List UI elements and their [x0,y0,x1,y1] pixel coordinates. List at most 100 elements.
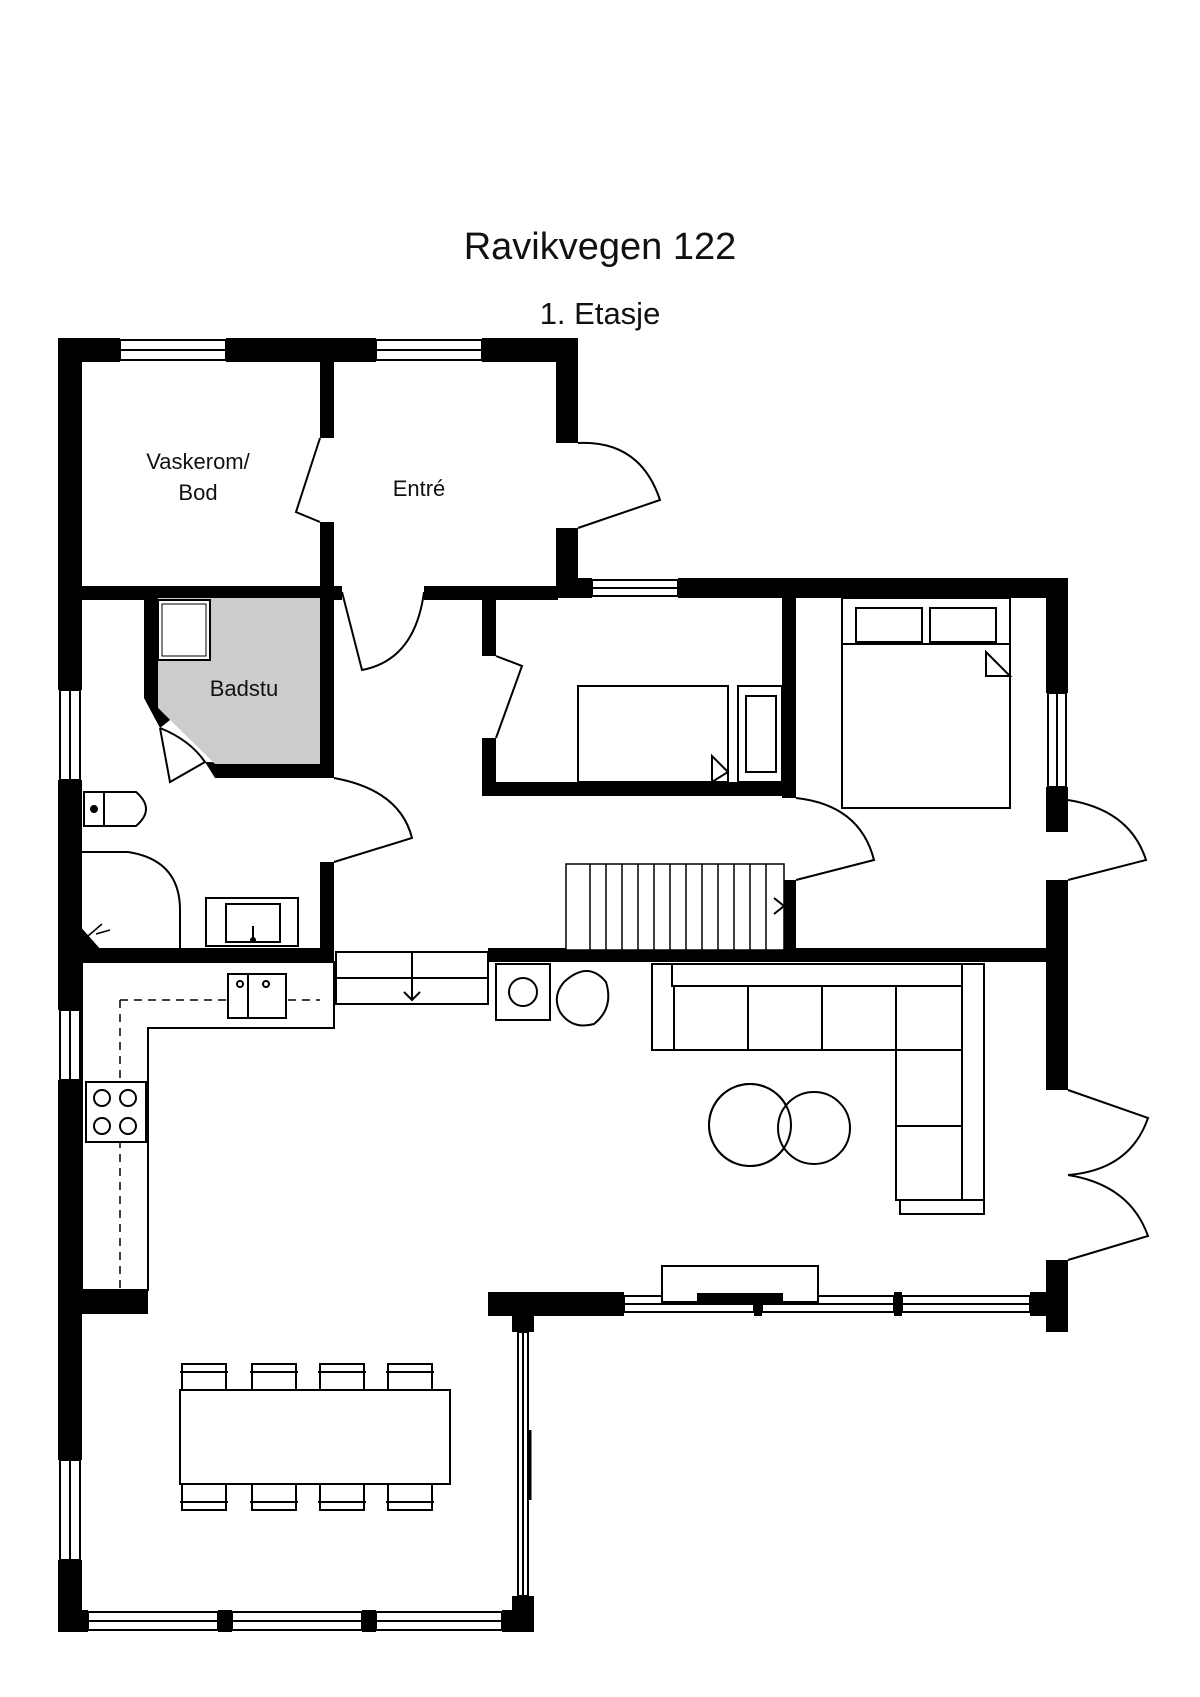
door-small-bedroom [495,655,524,739]
pillow-left [855,607,923,643]
master-bedroom-furniture [841,597,1013,809]
wall-sauna-left [144,598,158,698]
wall-living-bottom-b [754,1292,762,1316]
wall-master-left-lower [782,880,796,952]
door-right-exterior [1067,799,1148,881]
wall-bottom-c [362,1610,376,1632]
living-room-furniture [495,963,985,1303]
door-sauna [159,727,207,784]
sofa-chaise-2 [895,1125,963,1201]
dining-furniture [179,1363,451,1511]
door-bathroom [333,777,414,863]
wall-entry-right-upper [556,338,578,443]
dining-chair [181,1483,227,1511]
wall-living-bottom-c [894,1292,902,1316]
wall-sauna-bottom [205,762,328,778]
wall-entry-right-lower [556,528,578,586]
room-label-entre: Entré [393,476,446,501]
sauna-heater [157,599,211,661]
wall-smallbed-left-upper [482,598,496,656]
staircase [565,863,786,951]
dining-table [179,1389,451,1485]
room-label-vaskerom: Vaskerom/ [146,449,250,474]
wall-sauna-left-corner [144,698,170,728]
burner-icon [119,1089,137,1107]
door-vaskerom [294,437,321,523]
bed-single [577,685,729,783]
room-label-badstu: Badstu [210,676,279,701]
wall-sauna-right [320,598,334,778]
floor-subtitle: 1. Etasje [539,296,661,331]
sofa-back-right [961,963,985,1215]
wall-right-c [1046,880,1068,1090]
sofa-seat-2 [747,985,823,1051]
burner-icon [93,1089,111,1107]
shower-screen [82,851,181,948]
wall-right-b [1046,787,1068,832]
door-patio-lower [1067,1174,1150,1261]
wall-vask-entre-upper [320,338,334,438]
windows [59,339,1067,1631]
dining-chair [251,1483,297,1511]
sofa-arm-left [651,963,675,1051]
wall-kitchen-stub [58,1290,148,1314]
wall-bottom-b [218,1610,232,1632]
door-master-bedroom [795,797,876,881]
dining-chair [251,1363,297,1391]
burner-icon [93,1117,111,1135]
wall-left-upper [58,340,82,690]
kitchen-sink [227,973,287,1019]
wall-left-lower [58,1080,82,1460]
wall-top-b [226,338,376,362]
wardrobe-arrow-icon [403,978,421,1002]
armchair [555,970,610,1027]
stairs [565,863,785,951]
sofa-chaise-end [899,1199,985,1215]
wall-smallbed-bottom [482,782,796,796]
toilet-bowl [103,791,147,827]
sofa-back [671,963,985,987]
sofa-chaise-1 [895,1049,963,1127]
door-patio-upper [1067,1089,1150,1176]
wall-bottom-a [58,1610,88,1632]
wall-right-a [1046,578,1068,693]
cooktop [85,1081,147,1143]
wall-bottom-d [502,1610,534,1632]
small-bedroom-furniture [577,685,783,784]
pillow-right [929,607,997,643]
wall-bed-top-a [556,578,592,598]
dining-chair [319,1363,365,1391]
bathroom-fixtures [81,791,299,949]
stairs-arrow-icon [773,897,786,915]
sofa-seat-3 [821,985,897,1051]
dining-chair [181,1363,227,1391]
dining-chair [387,1483,433,1511]
plan-title: Ravikvegen 122 [463,226,737,268]
wall-bath-right [320,862,334,952]
doors [159,437,1150,1261]
wall-smallbed-left-lower [482,738,496,796]
wall-living-bottom-d [1030,1292,1068,1316]
wall-top-a [58,338,120,362]
dining-chair [319,1483,365,1511]
wall-living-top-b [488,948,1068,962]
wall-vask-entre-lower [320,522,334,592]
wall-living-bottom-a [488,1292,624,1316]
wall-bed-top-b [678,578,1068,598]
room-label-bod: Bod [178,480,217,505]
kitchen [81,961,335,1291]
wall-left-mid [58,780,82,1010]
door-entrance [577,441,662,529]
sofa-seat-1 [673,985,749,1051]
wall-dining-right-top [512,1316,534,1332]
wall-mid-horizontal-a [58,586,342,600]
wall-smallbed-right [782,598,796,798]
tv [697,1293,783,1301]
wall-living-top-a [58,948,334,962]
dining-chair [387,1363,433,1391]
burner-icon [119,1117,137,1135]
sofa-seat-4 [895,985,963,1051]
walls [58,338,1068,1632]
hall-wardrobe [335,951,489,1005]
